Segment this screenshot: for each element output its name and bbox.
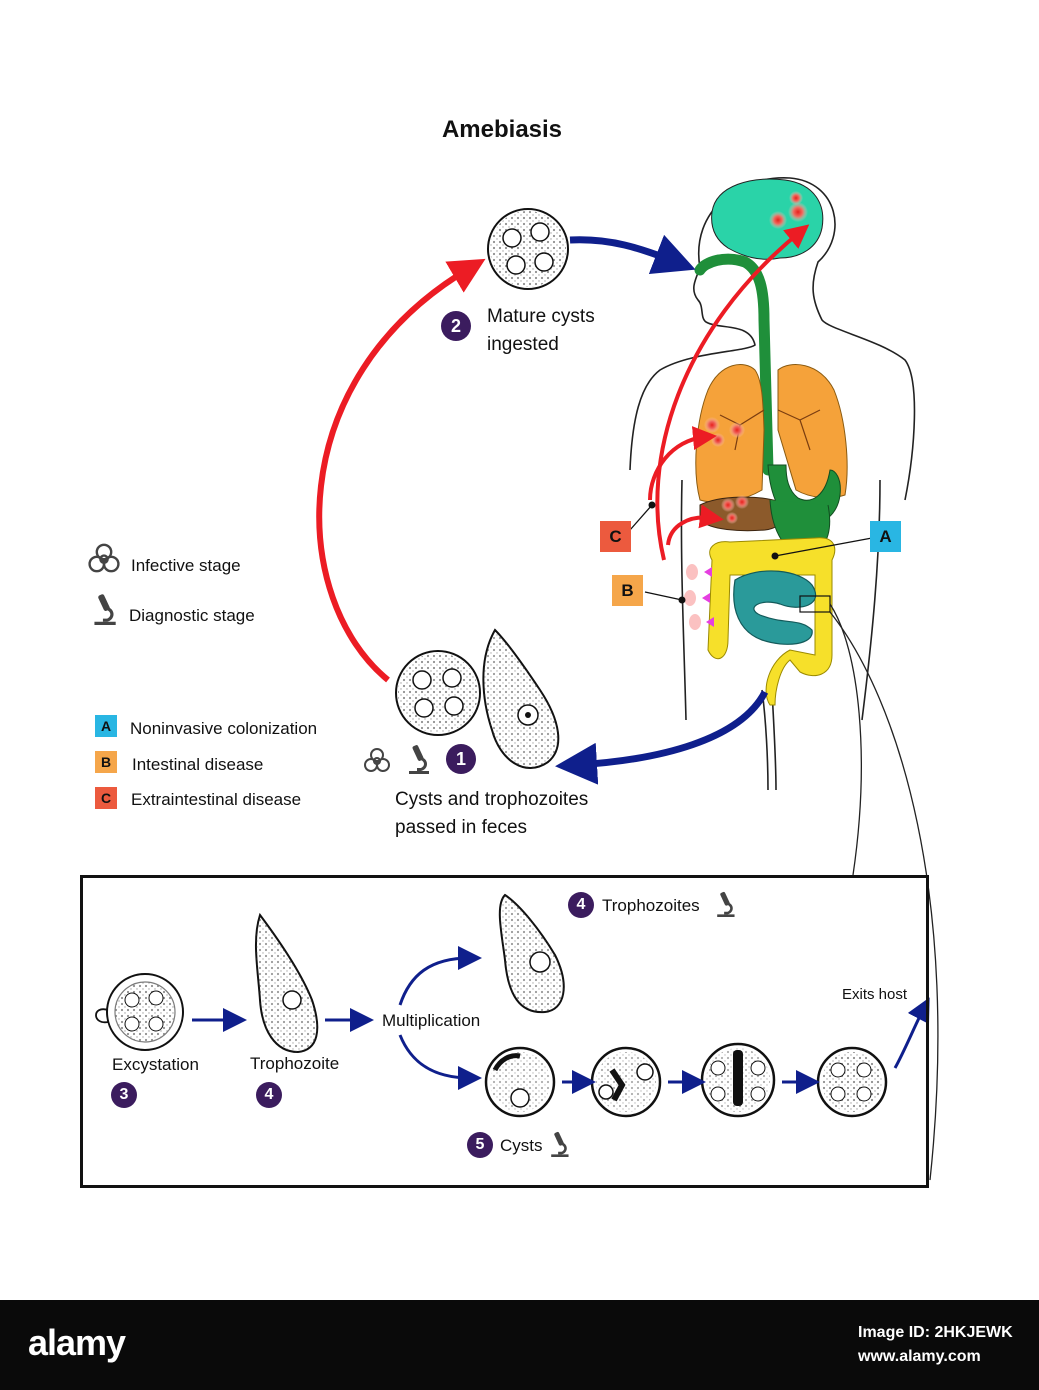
mature-cysts-label: Mature cysts ingested bbox=[487, 306, 595, 355]
cysts-trophozoites-label: Cysts and trophozoites passed in feces bbox=[395, 789, 589, 838]
tag-a: A bbox=[870, 521, 901, 552]
trophozoite-inset bbox=[254, 912, 319, 1054]
step-4-badge: 4 bbox=[256, 1082, 282, 1108]
cysts-label: Cysts bbox=[500, 1136, 543, 1155]
red-cycle-arrow bbox=[316, 258, 486, 683]
step-2-badge: 2 bbox=[441, 311, 471, 341]
biohazard-icon bbox=[362, 745, 392, 780]
multiplication-label: Multiplication bbox=[382, 1011, 481, 1030]
trophozoite-label: Trophozoite bbox=[250, 1054, 340, 1073]
legend-a-label: Noninvasive colonization bbox=[130, 719, 318, 738]
trophozoite-bottom bbox=[482, 628, 560, 769]
legend-microscope-icon bbox=[88, 592, 120, 631]
blue-ingest-arrow bbox=[569, 234, 696, 274]
legend-c-label: Extraintestinal disease bbox=[131, 790, 302, 809]
cyst-stage-3 bbox=[700, 1042, 776, 1118]
legend-b-badge: B bbox=[95, 751, 117, 773]
legend-infective-label: Infective stage bbox=[131, 556, 241, 575]
legend-b-label: Intestinal disease bbox=[132, 755, 264, 774]
step-3-badge: 3 bbox=[111, 1082, 137, 1108]
lifecycle-artwork bbox=[95, 177, 939, 1181]
stock-brand-logo: alamy bbox=[28, 1322, 126, 1363]
step-5-badge: 5 bbox=[467, 1132, 493, 1158]
right-lung bbox=[777, 364, 848, 499]
intestinal-inset-box bbox=[80, 875, 929, 1188]
mature-cyst-top bbox=[487, 208, 569, 290]
cyst-stage-2 bbox=[590, 1046, 662, 1118]
cyst-stage-1 bbox=[484, 1046, 556, 1118]
step-1-badge: 1 bbox=[446, 744, 476, 774]
diagram-title: Amebiasis bbox=[441, 116, 563, 143]
esophagus bbox=[694, 253, 774, 476]
stock-url: www.alamy.com bbox=[858, 1348, 981, 1365]
brain bbox=[711, 178, 824, 260]
legend-diagnostic-label: Diagnostic stage bbox=[129, 606, 255, 625]
excystation-cyst bbox=[95, 973, 184, 1051]
legend-a-badge: A bbox=[95, 715, 117, 737]
exits-host-label: Exits host bbox=[842, 986, 908, 1003]
step-4-trophozoites-badge: 4 bbox=[568, 892, 594, 918]
tag-c: C bbox=[600, 521, 631, 552]
small-intestine bbox=[733, 570, 817, 645]
cyst-stage-4 bbox=[816, 1046, 888, 1118]
legend-biohazard-icon bbox=[86, 540, 122, 581]
large-intestine bbox=[707, 537, 836, 706]
legend-c-badge: C bbox=[95, 787, 117, 809]
trophozoite-top-inset bbox=[498, 893, 565, 1014]
trophozoites-label: Trophozoites bbox=[602, 896, 700, 915]
watermark-footer bbox=[0, 1300, 1039, 1390]
excystation-label: Excystation bbox=[112, 1055, 199, 1074]
stock-image-id: Image ID: 2HKJEWK bbox=[858, 1324, 1013, 1341]
microscope-icon bbox=[403, 743, 433, 780]
cysts-microscope-icon bbox=[546, 1130, 572, 1163]
trophozoites-microscope-icon bbox=[712, 890, 738, 923]
tag-b: B bbox=[612, 575, 643, 606]
cyst-bottom bbox=[395, 650, 481, 736]
blue-feces-arrow bbox=[555, 690, 769, 785]
